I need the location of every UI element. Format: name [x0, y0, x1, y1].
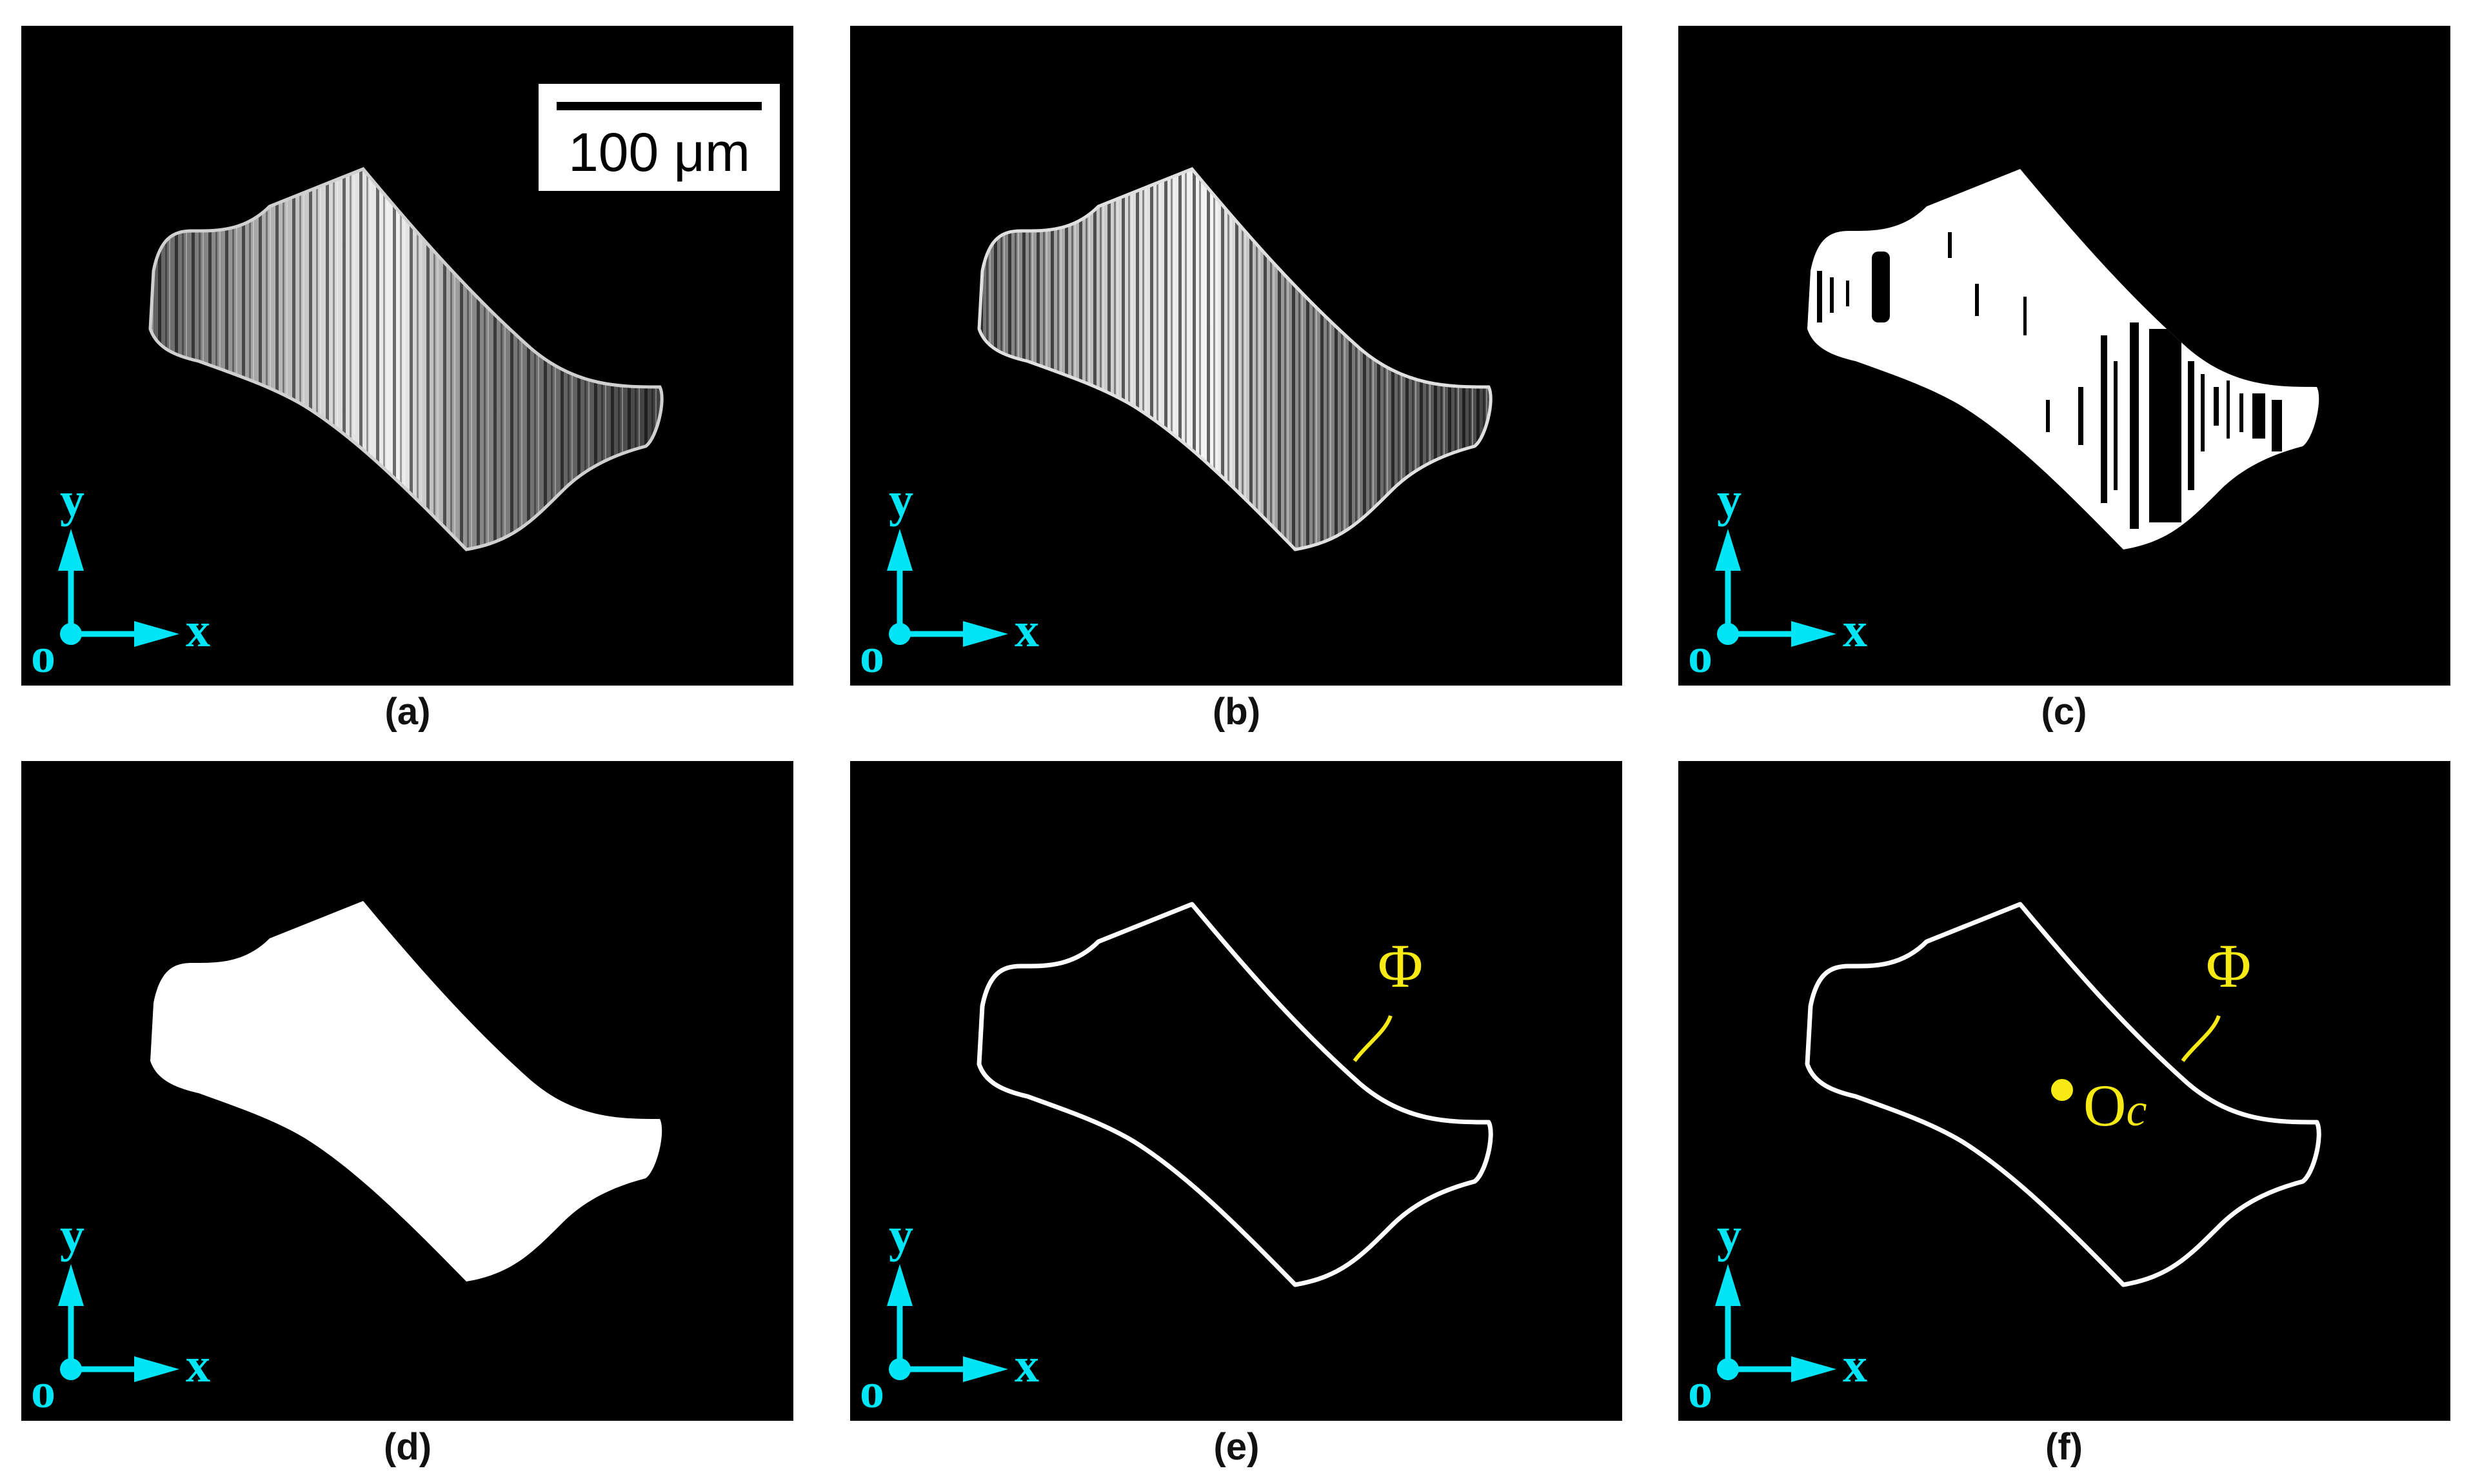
y-axis-label: y — [1717, 1208, 1742, 1262]
phi-label: Φ — [1378, 931, 1423, 1000]
y-axis-label: y — [60, 473, 84, 527]
panel-c: y x o — [1678, 26, 2450, 686]
panel-d: y x o — [21, 761, 793, 1421]
origin-label: o — [1688, 1364, 1712, 1418]
x-axis-label: x — [1015, 603, 1039, 657]
phi-label: Φ — [2206, 931, 2251, 1000]
panel-e: Φ y x o — [850, 761, 1622, 1421]
contour-shape — [1805, 902, 2321, 1287]
axis-glyph: y x o — [31, 473, 210, 683]
x-axis-label: x — [186, 1338, 210, 1392]
axis-glyph: y x o — [1688, 473, 1867, 683]
origin-label: o — [860, 629, 884, 683]
scale-bar-line — [557, 102, 762, 110]
panel-f-image: Φ Oc y x o — [1688, 902, 2321, 1418]
x-axis-label: x — [1015, 1338, 1039, 1392]
panel-b: y x o — [850, 26, 1622, 686]
caption-a: (a) — [384, 691, 431, 733]
caption-f: (f) — [2045, 1426, 2083, 1468]
svg-text:Oc: Oc — [2083, 1073, 2147, 1138]
scale-bar: 100 μm — [539, 84, 780, 191]
centroid-subscript: c — [2126, 1084, 2147, 1136]
panel-a-image: y x o — [31, 167, 664, 683]
y-axis-label: y — [60, 1208, 84, 1262]
caption-e: (e) — [1213, 1426, 1260, 1468]
axis-glyph: y x o — [860, 473, 1039, 683]
panel-b-image: y x o — [860, 167, 1493, 683]
axis-glyph: y x o — [1688, 1208, 1867, 1418]
panel-d-image: y x o — [31, 901, 662, 1418]
origin-label: o — [31, 1364, 55, 1418]
x-axis-label: x — [186, 603, 210, 657]
x-axis-label: x — [1843, 603, 1867, 657]
centroid-label: O — [2083, 1073, 2126, 1138]
panel-f: Φ Oc y x o — [1678, 761, 2450, 1421]
origin-label: o — [31, 629, 55, 683]
caption-c: (c) — [2041, 691, 2087, 733]
caption-b: (b) — [1212, 691, 1261, 733]
origin-label: o — [1688, 629, 1712, 683]
phi-annotation: Φ — [2181, 931, 2251, 1062]
panel-a: y x o 100 μm — [21, 26, 793, 686]
axis-glyph: y x o — [860, 1208, 1039, 1418]
panel-e-image: Φ y x o — [860, 902, 1493, 1418]
y-axis-label: y — [1717, 473, 1742, 527]
centroid-annotation: Oc — [2051, 1073, 2147, 1138]
axis-glyph: y x o — [31, 1208, 210, 1418]
phi-annotation: Φ — [1353, 931, 1423, 1062]
scale-bar-label: 100 μm — [568, 122, 750, 183]
origin-label: o — [860, 1364, 884, 1418]
y-axis-label: y — [889, 1208, 913, 1262]
y-axis-label: y — [889, 473, 913, 527]
caption-d: (d) — [383, 1426, 432, 1468]
panel-c-image: y x o — [1688, 169, 2319, 683]
contour-shape — [977, 902, 1493, 1287]
filled-mask-shape — [150, 901, 662, 1281]
centroid-dot — [2051, 1079, 2073, 1101]
x-axis-label: x — [1843, 1338, 1867, 1392]
